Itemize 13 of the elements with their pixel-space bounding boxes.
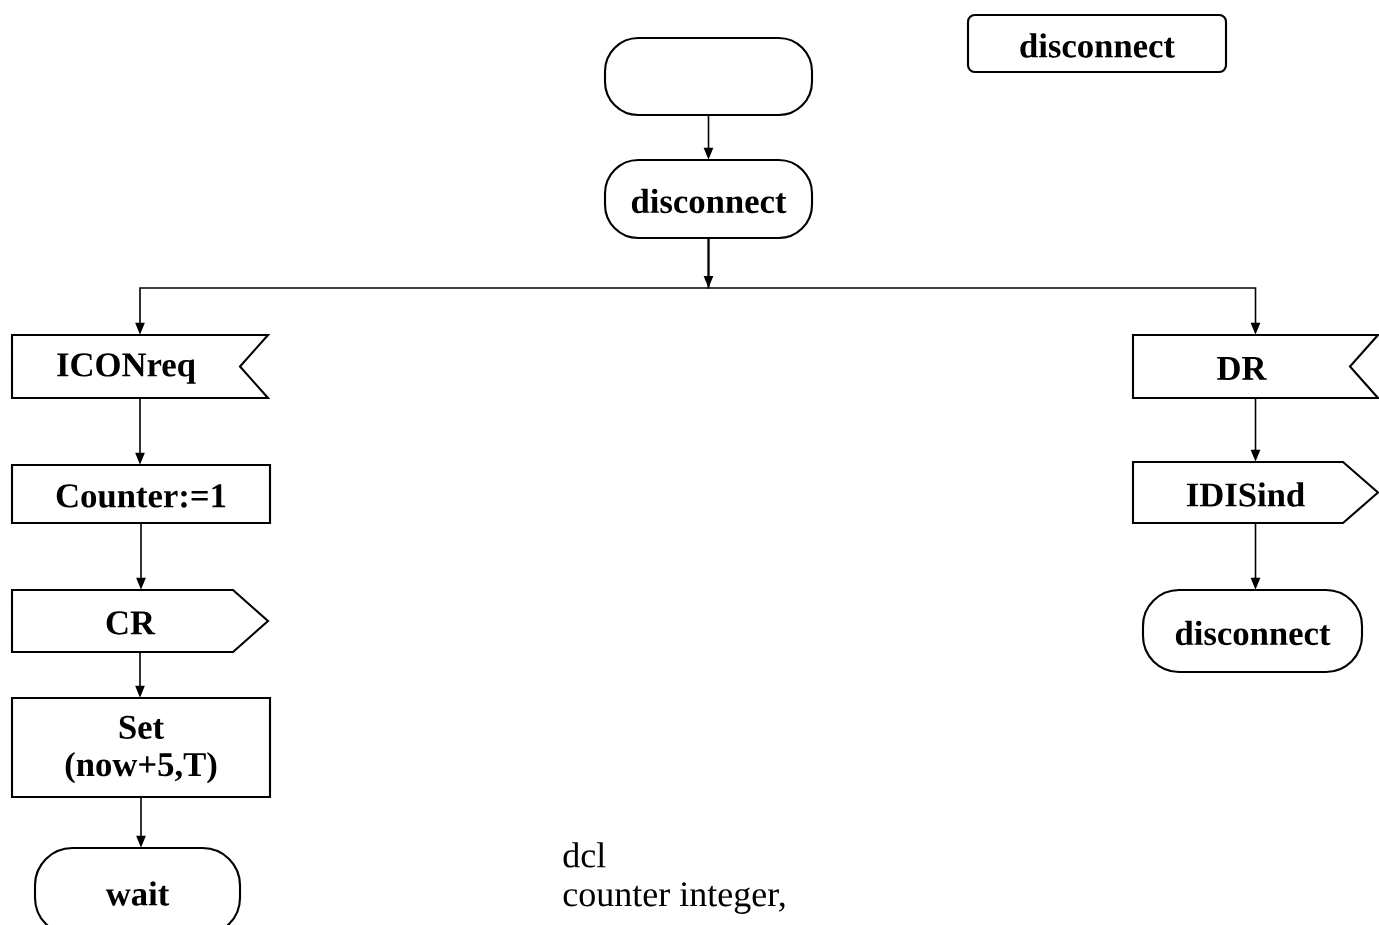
output-signal-box: IDISind <box>1131 460 1379 525</box>
declaration-text: dcl <box>563 842 606 868</box>
state-terminal <box>603 36 814 117</box>
state-terminal: disconnect <box>1141 588 1364 674</box>
input-signal-box: ICONreq <box>10 333 271 400</box>
task-box: Counter:=1 <box>10 463 272 525</box>
input-signal-box: DR <box>1131 333 1379 400</box>
declaration-text: counter integer, <box>563 882 785 914</box>
output-signal-box: CR <box>10 588 270 654</box>
title-box: disconnect <box>966 13 1228 74</box>
state-terminal: disconnect <box>603 158 814 240</box>
state-terminal: wait <box>33 846 242 925</box>
task-box: Set (now+5,T) <box>10 696 272 799</box>
